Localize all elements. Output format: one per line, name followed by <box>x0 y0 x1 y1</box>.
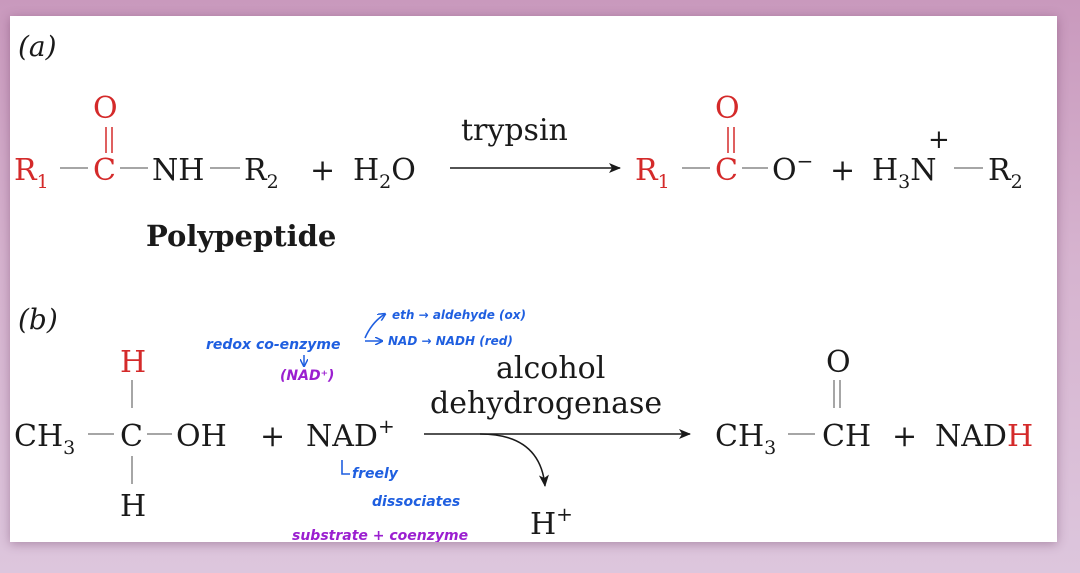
nad-plus: NAD+ <box>306 414 395 454</box>
product-r1: R1 <box>635 153 670 193</box>
hplus-release-arrow <box>479 433 549 487</box>
plus-a1: + <box>310 153 335 188</box>
acetaldehyde-ch3: CH3 <box>715 419 776 459</box>
annotation-dissociates: dissociates <box>372 494 460 510</box>
reactant-oxygen: O <box>93 91 118 126</box>
product-carbon: C <box>715 153 738 188</box>
annotation-hook <box>341 460 350 475</box>
annotation-nad-nadh: NAD → NADH (red) <box>388 334 513 348</box>
amine-charge: + <box>928 125 950 155</box>
nadh: NADH <box>935 419 1033 454</box>
enzyme-line1: alcohol <box>496 351 605 386</box>
plus-b1: + <box>260 419 285 454</box>
plus-a2: + <box>830 153 855 188</box>
product-o-minus: O− <box>772 149 813 188</box>
enzyme-trypsin: trypsin <box>461 113 568 148</box>
reactant-r2: R2 <box>244 153 279 193</box>
product-oxygen: O <box>715 91 740 126</box>
annotation-arrow-up <box>364 314 385 339</box>
reactant-r1: R1 <box>14 153 49 193</box>
product-amine: H3N <box>872 153 937 193</box>
acetaldehyde-oxygen: O <box>826 345 851 380</box>
annotation-redox: redox co-enzyme <box>206 337 341 353</box>
reactant-carbon: C <box>93 153 116 188</box>
panel-b-label: (b) <box>18 303 58 336</box>
ethanol-oh: OH <box>176 419 227 454</box>
annotation-eth-aldehyde: eth → aldehyde (ox) <box>392 308 526 322</box>
ethanol-ch3: CH3 <box>14 419 75 459</box>
ethanol-h-top: H <box>120 345 146 380</box>
annotation-substrate: substrate + coenzyme <box>292 528 468 542</box>
product-r2: R2 <box>988 153 1023 193</box>
reaction-card: (a) R1 C O NH R2 + H2O trypsin R1 C O O−… <box>10 16 1057 542</box>
annotation-nad: (NAD⁺) <box>280 368 334 384</box>
caption-polypeptide: Polypeptide <box>146 219 336 253</box>
hplus: H+ <box>530 502 573 542</box>
panel-a-label: (a) <box>18 30 57 63</box>
reaction-diagram: (a) R1 C O NH R2 + H2O trypsin R1 C O O−… <box>14 30 1033 542</box>
enzyme-line2: dehydrogenase <box>430 386 662 421</box>
water: H2O <box>353 153 416 193</box>
plus-b2: + <box>892 419 917 454</box>
reactant-nh: NH <box>152 153 204 188</box>
annotation-freely: freely <box>352 466 399 482</box>
acetaldehyde-ch: CH <box>822 419 871 454</box>
ethanol-h-bottom: H <box>120 489 146 524</box>
ethanol-carbon: C <box>120 419 143 454</box>
